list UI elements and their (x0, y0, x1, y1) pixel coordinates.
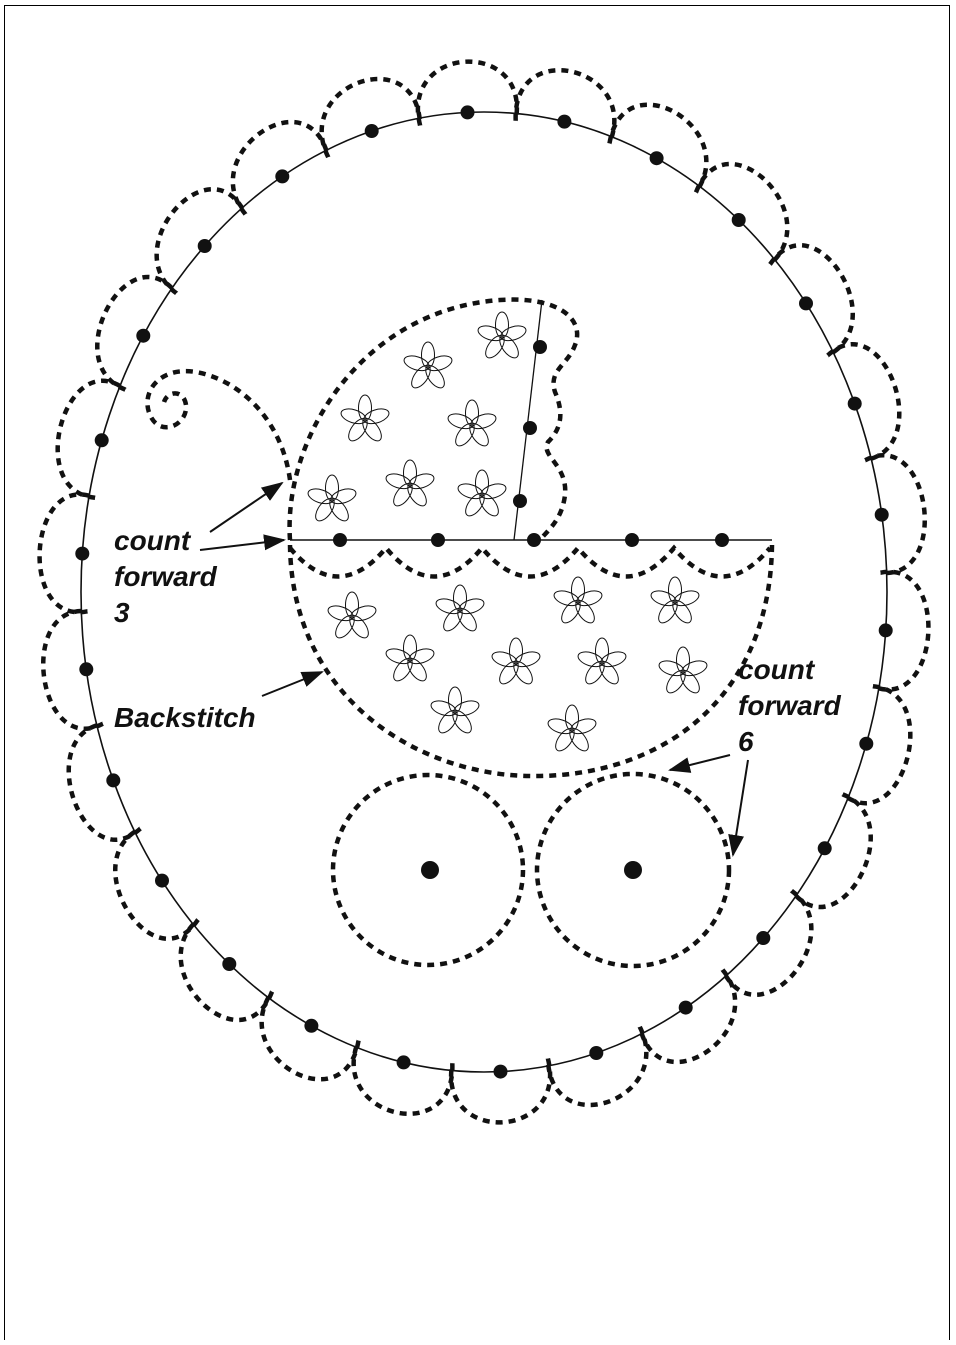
border-scallop (319, 76, 423, 159)
basket-scallop-trim (288, 544, 772, 579)
stitch-hole (75, 546, 90, 561)
stitch-hole (79, 662, 94, 677)
flower-motifs (305, 311, 710, 755)
stitch-hole (155, 873, 169, 888)
border-scallop (545, 1025, 649, 1108)
stitch-hole (589, 1046, 604, 1060)
arrow-count6-b (728, 759, 749, 857)
label-count-forward-6-line2: forward (738, 690, 842, 721)
stitch-hole (197, 239, 212, 253)
stitch-hole (557, 114, 572, 129)
stitch-hole (275, 169, 290, 184)
border-scallop (720, 888, 814, 997)
stitch-hole (878, 623, 893, 638)
border-scallop (693, 161, 790, 266)
wheel-right-hub (624, 861, 642, 879)
pram-basket-outline (287, 544, 775, 779)
pram-wheel-right (534, 771, 732, 969)
border-scallop (768, 243, 855, 358)
page-border (4, 5, 950, 1340)
scalloped-border (37, 59, 931, 1125)
oval-frame (80, 111, 888, 1073)
stitch-hole (364, 124, 379, 138)
border-scallop (415, 59, 520, 126)
stitch-hole (859, 736, 874, 751)
border-scallop (259, 990, 361, 1082)
border-scallop (864, 453, 927, 575)
stitch-hole (731, 213, 746, 227)
stitch-hole (874, 507, 889, 522)
label-count-forward-6-line3: 6 (738, 726, 754, 757)
stitch-hole (678, 1000, 693, 1015)
border-scallop (513, 68, 617, 145)
border-scallop (872, 569, 931, 692)
border-scallop (95, 274, 179, 392)
arrow-count3-b (199, 534, 286, 551)
stitch-hole (94, 433, 109, 448)
border-scallop (841, 684, 913, 806)
stitch-hole (817, 841, 832, 856)
label-backstitch: Backstitch (114, 702, 256, 733)
border-scallop (37, 492, 96, 615)
label-count-forward-3-line3: 3 (114, 597, 130, 628)
border-scallop (448, 1058, 553, 1125)
stitch-hole (106, 773, 121, 788)
stitch-hole (649, 151, 664, 166)
arrow-backstitch (261, 671, 324, 697)
pram-wheel-left (330, 772, 526, 968)
pram-handle-curl (145, 368, 293, 481)
stitch-hole (756, 931, 771, 945)
label-count-forward-3-line1: count (114, 525, 192, 556)
border-scallop (230, 120, 331, 216)
arrow-count3-a (209, 481, 284, 533)
border-scallop (113, 826, 200, 941)
wheel-left-hub (421, 861, 439, 879)
annotation-arrows (199, 481, 749, 857)
pram-stitch-holes (333, 340, 729, 547)
arrow-count6-a (668, 754, 731, 773)
label-count-forward-3-line2: forward (114, 561, 218, 592)
pram-hood-outline (287, 297, 580, 542)
border-scallop (351, 1039, 455, 1116)
border-scallop (789, 792, 873, 910)
stitch-hole (847, 396, 862, 411)
border-scallop (607, 102, 709, 194)
stitch-hole (493, 1064, 508, 1079)
label-count-forward-6-line1: count (738, 654, 816, 685)
border-scallop (41, 609, 104, 731)
border-scallop (154, 187, 248, 296)
stitch-hole (304, 1018, 319, 1033)
stitch-hole (222, 957, 237, 971)
stitch-hole (136, 328, 151, 343)
border-scallop (826, 342, 902, 463)
stitch-hole (799, 296, 813, 311)
border-scallop (178, 918, 275, 1023)
border-scallop (66, 721, 142, 842)
stitch-hole (460, 105, 475, 120)
border-scallop (55, 378, 127, 500)
border-scallop (637, 968, 738, 1064)
oval-stitch-holes (75, 105, 893, 1079)
stitch-hole (396, 1055, 411, 1070)
